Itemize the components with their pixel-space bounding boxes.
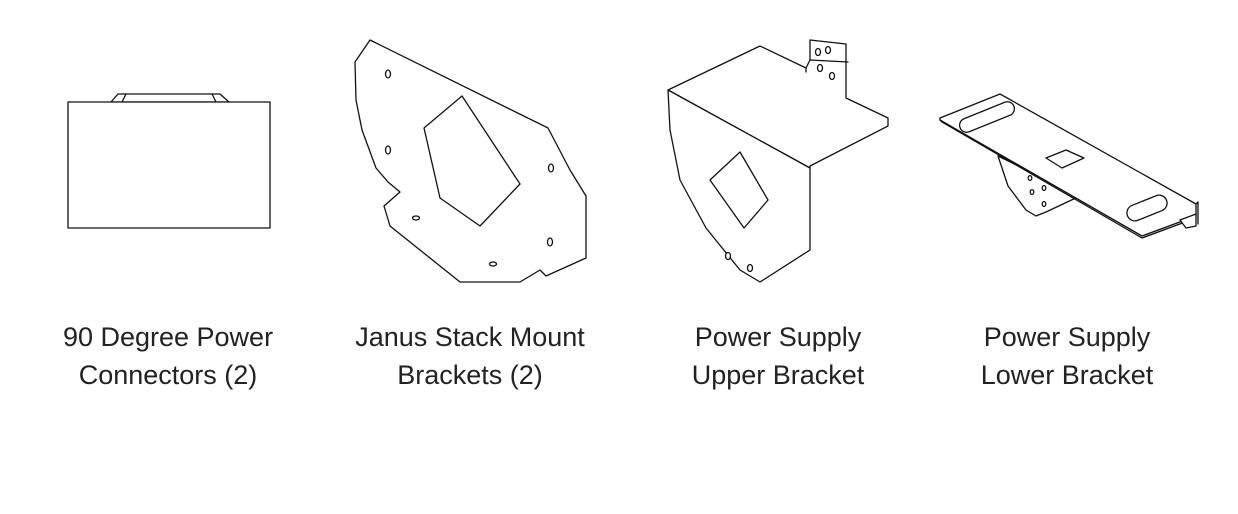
caption-line-1: 90 Degree Power [62,322,274,352]
caption-line-2: Lower Bracket [980,360,1154,390]
caption-line-1: Power Supply [983,322,1151,352]
caption-power-connectors: 90 Degree Power Connectors (2) [38,318,298,394]
caption-line-2: Connectors (2) [78,360,258,390]
caption-line-1: Janus Stack Mount [355,322,585,352]
caption-upper-bracket: Power Supply Upper Bracket [648,318,908,394]
caption-line-1: Power Supply [694,322,862,352]
caption-line-2: Brackets (2) [397,360,543,390]
caption-lower-bracket: Power Supply Lower Bracket [937,318,1197,394]
caption-stack-mount-brackets: Janus Stack Mount Brackets (2) [340,318,600,394]
caption-line-2: Upper Bracket [691,360,865,390]
